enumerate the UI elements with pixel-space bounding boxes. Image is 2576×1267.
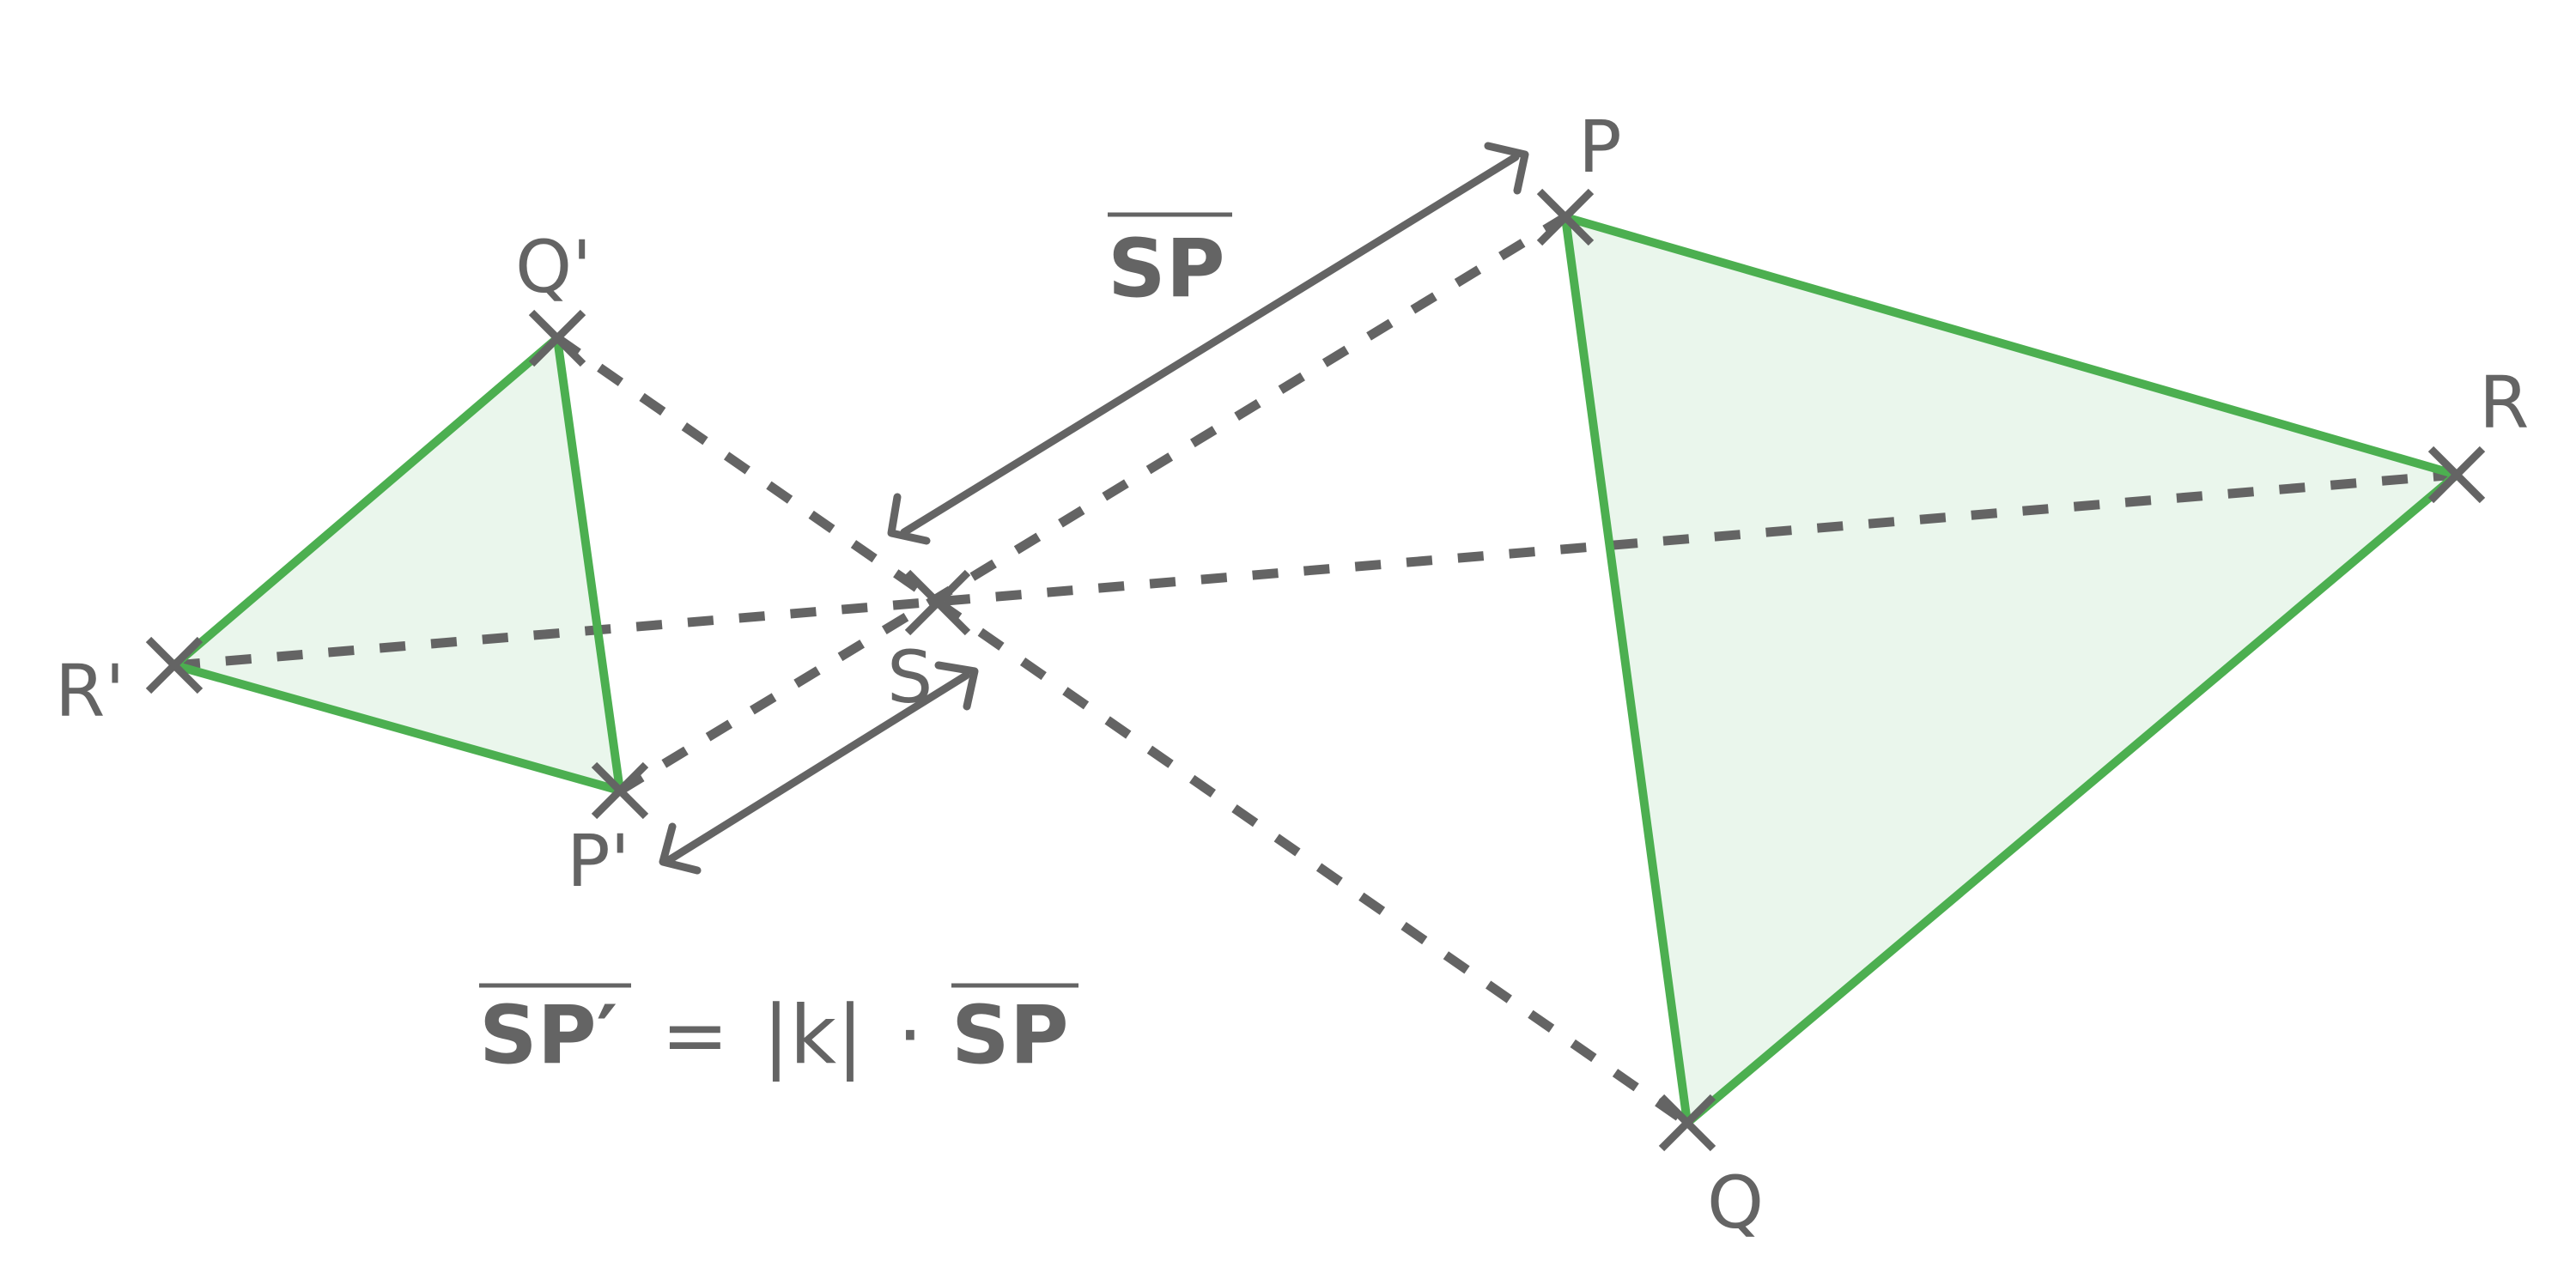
arrow-sp-prime-length xyxy=(659,661,979,875)
ray-q-prime-to-q xyxy=(554,334,1691,1127)
original-triangle-fill xyxy=(1565,217,2457,1123)
formula-rhs: SP xyxy=(951,989,1069,1082)
ray-r-prime-to-r xyxy=(173,470,2458,670)
arrow-sp-length xyxy=(887,142,1529,545)
ray-p-prime-to-p xyxy=(617,213,1568,795)
label-r-prime: R' xyxy=(55,649,125,733)
point-q-marker xyxy=(1658,1094,1716,1152)
label-q-prime: Q' xyxy=(515,225,592,309)
point-p-prime-marker xyxy=(591,761,649,820)
point-p-marker xyxy=(1536,188,1595,246)
image-triangle-outline xyxy=(170,334,624,795)
point-r-marker xyxy=(2427,446,2486,504)
label-r: R xyxy=(2479,361,2529,445)
formula-lhs: SP′ xyxy=(479,989,617,1082)
label-p-prime: P' xyxy=(567,819,630,903)
point-r-prime-marker xyxy=(145,636,204,694)
image-triangle-fill xyxy=(174,338,620,791)
segment-label-sp: SP xyxy=(1108,222,1225,316)
center-s-marker xyxy=(904,569,971,636)
point-q-prime-marker xyxy=(528,309,586,367)
label-q: Q xyxy=(1707,1161,1764,1245)
original-triangle-outline xyxy=(1561,213,2461,1127)
label-s: S xyxy=(887,635,933,719)
label-p: P xyxy=(1578,105,1622,189)
formula-equals: = xyxy=(661,989,729,1082)
scale-factor-formula: SP′ = |k| · SP xyxy=(479,983,1078,1082)
formula-abs-k: |k| xyxy=(762,989,864,1082)
formula-dot: · xyxy=(897,989,923,1082)
